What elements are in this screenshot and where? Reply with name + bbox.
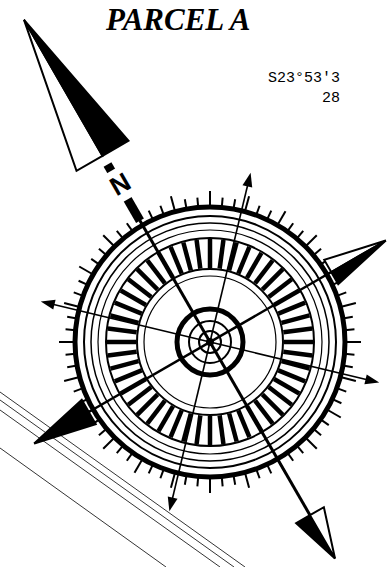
- parcel-title: PARCEL A: [106, 2, 250, 38]
- ring-block: [108, 352, 137, 356]
- ring-block: [238, 247, 249, 274]
- thin-arrow: [205, 172, 255, 344]
- ring-block: [108, 329, 137, 333]
- ring-block: [278, 303, 305, 314]
- bearing-text: S23°53'3: [268, 70, 340, 87]
- ring-block: [220, 240, 224, 269]
- thin-arrow: [209, 337, 381, 387]
- ring-block: [197, 415, 201, 444]
- ring-block: [115, 370, 142, 381]
- ring-block: [283, 329, 312, 333]
- ring-block: [238, 410, 249, 437]
- ring-block: [111, 361, 139, 369]
- thin-arrow: [165, 341, 215, 513]
- ring-block: [229, 413, 237, 441]
- degree-ticks: [59, 191, 361, 493]
- ring-block: [283, 352, 312, 356]
- road-lines: [0, 392, 245, 567]
- secondary-arrows: [40, 172, 381, 513]
- thin-arrow: [40, 297, 212, 347]
- center-dot: [206, 338, 214, 346]
- ring-block: [107, 340, 136, 345]
- bearing-text: 28: [322, 90, 340, 107]
- ring-block: [284, 340, 313, 345]
- ring-block: [197, 240, 201, 269]
- ring-block: [208, 239, 213, 268]
- compass-rings: [75, 207, 345, 477]
- ring-blocks: [107, 239, 313, 445]
- ring-block: [183, 243, 191, 271]
- ring-block: [208, 416, 213, 445]
- ring-block: [171, 410, 182, 437]
- ring-block: [281, 315, 309, 323]
- ring-block: [171, 247, 182, 274]
- east-west-arrow: [27, 228, 388, 455]
- north-arrow: [0, 5, 361, 567]
- ring-block: [220, 415, 224, 444]
- ring-block: [115, 303, 142, 314]
- compass-rose: [0, 5, 388, 567]
- ring-block: [278, 370, 305, 381]
